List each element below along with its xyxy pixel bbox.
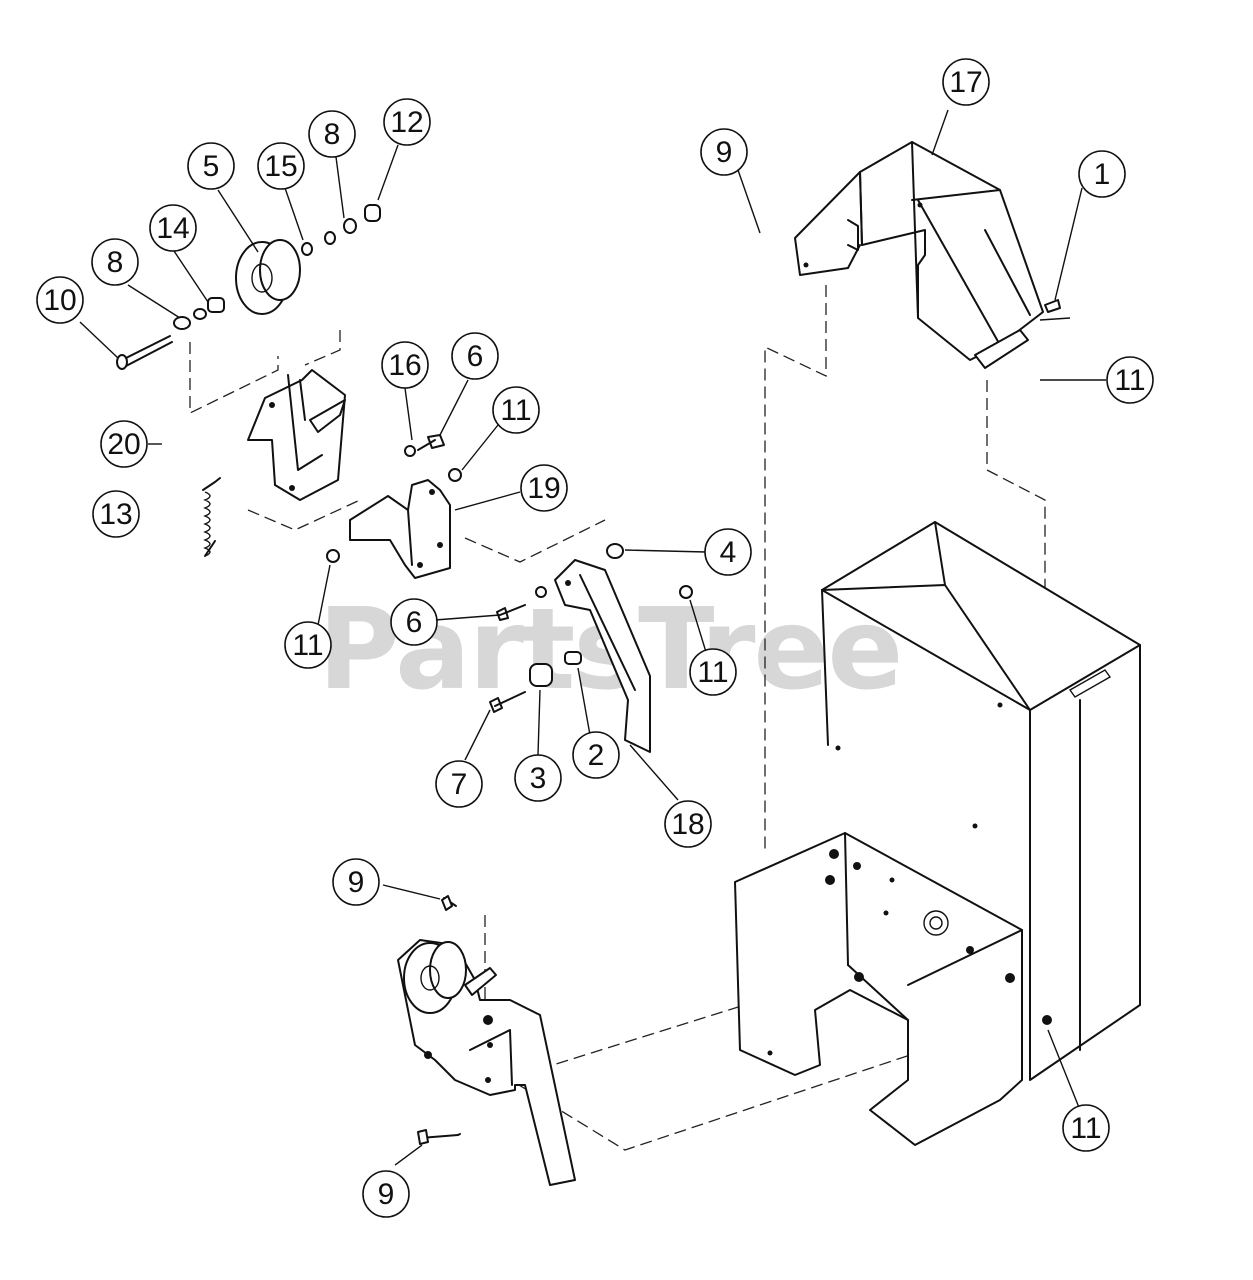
callout-11-lever: 11 xyxy=(689,648,737,696)
part-17-top-cover xyxy=(794,141,1044,369)
callout-8-top: 8 xyxy=(308,110,356,158)
svg-text:17: 17 xyxy=(949,66,982,99)
small-clip-1 xyxy=(1039,299,1071,321)
callouts: 17 9 1 11 12 8 15 5 14 8 10 16 6 11 20 1… xyxy=(36,58,1154,1218)
callout-3: 3 xyxy=(514,754,562,802)
leader-lines xyxy=(79,109,1106,1166)
callout-4: 4 xyxy=(704,528,752,576)
svg-text:11: 11 xyxy=(500,394,531,427)
svg-text:20: 20 xyxy=(107,428,140,461)
callout-13: 13 xyxy=(92,490,140,538)
svg-text:1: 1 xyxy=(1094,158,1111,191)
svg-text:12: 12 xyxy=(390,106,423,139)
part-20-idler-arm xyxy=(247,369,346,501)
callout-7: 7 xyxy=(435,760,483,808)
callout-10: 10 xyxy=(36,276,84,324)
callout-14: 14 xyxy=(149,204,197,252)
svg-text:5: 5 xyxy=(203,150,220,183)
svg-text:18: 18 xyxy=(671,808,704,841)
svg-text:6: 6 xyxy=(467,340,484,373)
svg-text:11: 11 xyxy=(292,629,323,662)
svg-text:15: 15 xyxy=(264,150,297,183)
callout-9-bottom: 9 xyxy=(362,1170,410,1218)
svg-text:13: 13 xyxy=(99,498,132,531)
svg-text:16: 16 xyxy=(388,349,421,382)
svg-text:11: 11 xyxy=(697,656,728,689)
svg-text:6: 6 xyxy=(406,606,423,639)
svg-text:8: 8 xyxy=(107,246,124,279)
idler-pulley-hardware xyxy=(116,204,381,370)
svg-text:9: 9 xyxy=(378,1178,395,1211)
callout-9-top: 9 xyxy=(700,128,748,176)
callout-11-bracket: 11 xyxy=(492,386,540,434)
callout-11-cover: 11 xyxy=(1106,356,1154,404)
callout-16: 16 xyxy=(381,341,429,389)
callout-19: 19 xyxy=(520,464,568,512)
svg-text:4: 4 xyxy=(720,536,737,569)
svg-text:19: 19 xyxy=(527,472,560,505)
svg-text:9: 9 xyxy=(716,136,733,169)
part-13-spring xyxy=(202,477,221,557)
callout-6-mid: 6 xyxy=(390,598,438,646)
svg-text:11: 11 xyxy=(1070,1112,1101,1145)
callout-12: 12 xyxy=(383,98,431,146)
svg-text:10: 10 xyxy=(43,284,76,317)
svg-text:2: 2 xyxy=(588,739,605,772)
callout-11-housing: 11 xyxy=(1062,1104,1110,1152)
svg-text:8: 8 xyxy=(324,118,341,151)
svg-text:7: 7 xyxy=(451,768,468,801)
callout-15: 15 xyxy=(257,142,305,190)
callout-6-top: 6 xyxy=(451,332,499,380)
svg-text:11: 11 xyxy=(1114,364,1145,397)
callout-1: 1 xyxy=(1078,150,1126,198)
svg-text:14: 14 xyxy=(156,212,189,245)
callout-2: 2 xyxy=(572,731,620,779)
part-19-bracket xyxy=(326,434,462,579)
part-18-lever xyxy=(489,543,693,753)
callout-11-left: 11 xyxy=(284,621,332,669)
callout-9-lower: 9 xyxy=(332,858,380,906)
callout-8-left: 8 xyxy=(91,238,139,286)
callout-18: 18 xyxy=(664,800,712,848)
main-housing xyxy=(734,521,1141,1146)
assembled-idler-view xyxy=(397,895,576,1186)
svg-text:3: 3 xyxy=(530,762,547,795)
callout-20: 20 xyxy=(100,420,148,468)
svg-text:9: 9 xyxy=(348,866,365,899)
callout-17: 17 xyxy=(942,58,990,106)
callout-5: 5 xyxy=(187,142,235,190)
